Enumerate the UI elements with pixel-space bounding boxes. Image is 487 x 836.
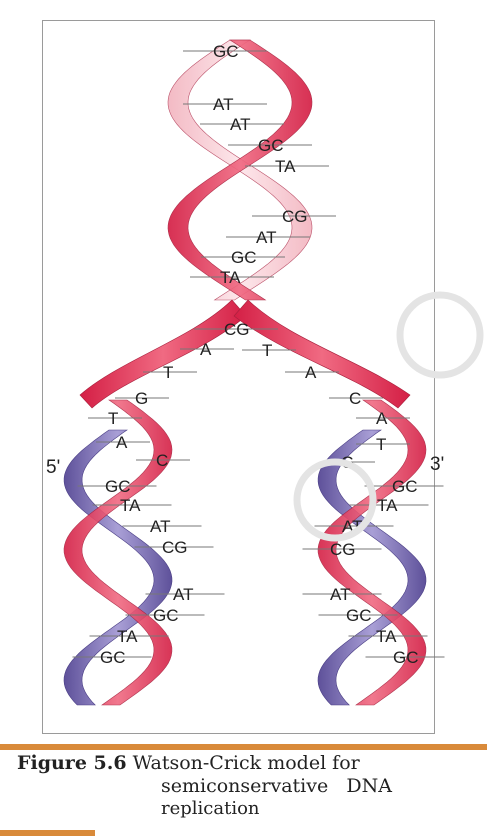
daughter_left-base-pair: AT bbox=[150, 517, 170, 536]
parent_helix-base-pair: CG bbox=[224, 320, 250, 339]
caption-text-1: Watson-Crick model for bbox=[132, 752, 360, 774]
figure-label: Figure 5.6 bbox=[17, 752, 127, 774]
fork_left-base-pair: T bbox=[108, 409, 118, 428]
parent_helix-base-pair: CG bbox=[282, 207, 308, 226]
daughter_right-base-pair: GC bbox=[346, 606, 372, 625]
dna-replication-diagram: GCATATGCTACGATGCTACGATGTACTACATGGCTAATCG… bbox=[46, 39, 445, 706]
helix-ribbons bbox=[63, 39, 427, 706]
parent_helix-base-pair: TA bbox=[220, 268, 241, 287]
caption-line-3: replication bbox=[161, 798, 260, 819]
base-pair-rungs bbox=[72, 50, 445, 658]
daughter_right-base-pair: TA bbox=[377, 496, 398, 515]
fork_right-base-pair: A bbox=[376, 409, 388, 428]
daughter_left-base-pair: CG bbox=[162, 538, 188, 557]
caption-line-2: semiconservative DNA bbox=[161, 775, 392, 797]
daughter_left-base-pair: TA bbox=[120, 496, 141, 515]
fork_left-base-pair: T bbox=[163, 363, 173, 382]
left-daughter-helix-new-strand bbox=[63, 429, 173, 706]
parent_helix-base-pair: GC bbox=[258, 136, 284, 155]
daughter_left-base-pair: AT bbox=[173, 585, 193, 604]
caption-line-1: Figure 5.6 Watson-Crick model for bbox=[17, 752, 360, 774]
daughter_left-base-pair: GC bbox=[153, 606, 179, 625]
fork_left-base-pair: G bbox=[135, 389, 148, 408]
parent_helix-base-pair: AT bbox=[213, 95, 233, 114]
five-prime-end-label: 5' bbox=[46, 457, 60, 478]
parent_helix-base-pair: TA bbox=[275, 157, 296, 176]
fork_left-base-pair: A bbox=[200, 340, 212, 359]
fork_right-base-pair: C bbox=[349, 389, 361, 408]
left-fork-strand bbox=[79, 299, 247, 409]
parent_helix-base-pair: AT bbox=[230, 115, 250, 134]
fork_right-base-pair: A bbox=[305, 363, 317, 382]
parent_helix-base-pair: GC bbox=[231, 248, 257, 267]
caption-top-rule bbox=[0, 744, 487, 750]
daughter_right-base-pair: GC bbox=[393, 648, 419, 667]
daughter_left-base-pair: TA bbox=[117, 627, 138, 646]
daughter_left-base-pair: GC bbox=[105, 477, 131, 496]
daughter_right-base-pair: TA bbox=[376, 627, 397, 646]
fork_left-base-pair: C bbox=[156, 451, 168, 470]
fork_right-base-pair: T bbox=[262, 341, 272, 360]
left-daughter-helix-parent-strand bbox=[63, 399, 173, 706]
daughter_right-base-pair: CG bbox=[330, 540, 356, 559]
fork_right-base-pair: T bbox=[376, 435, 386, 454]
daughter_right-base-pair: AT bbox=[330, 585, 350, 604]
parent_helix-base-pair: GC bbox=[213, 42, 239, 61]
figure-caption: Figure 5.6 Watson-Crick model for semico… bbox=[0, 744, 487, 819]
fork_right-base-pair: G bbox=[341, 453, 354, 472]
fork_left-base-pair: A bbox=[116, 433, 128, 452]
right-fork-strand bbox=[233, 299, 411, 409]
daughter_right-base-pair: AT bbox=[342, 517, 362, 536]
parent-helix-strand-front bbox=[167, 39, 313, 301]
caption-bottom-rule bbox=[0, 830, 95, 836]
daughter_right-base-pair: GC bbox=[392, 477, 418, 496]
parent_helix-base-pair: AT bbox=[256, 228, 276, 247]
three-prime-end-label: 3' bbox=[430, 454, 444, 475]
daughter_left-base-pair: GC bbox=[100, 648, 126, 667]
